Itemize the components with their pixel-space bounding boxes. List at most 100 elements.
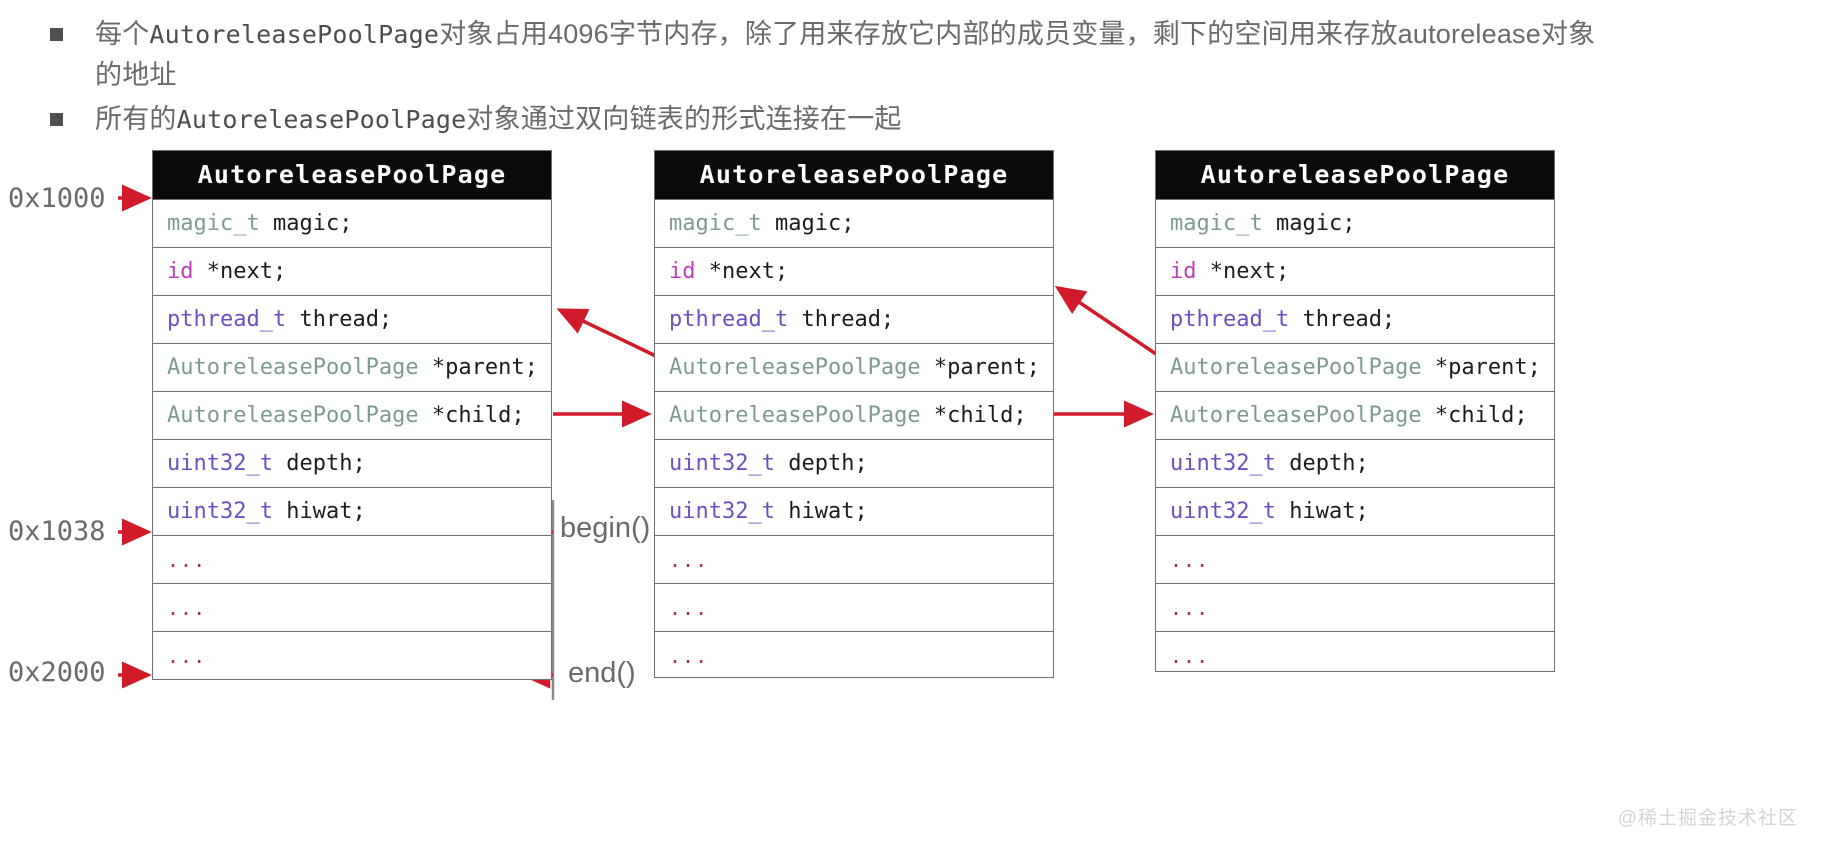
page-table-row-field: magic_t magic; [1156,199,1554,247]
code-term: AutoreleasePoolPage [176,105,467,134]
page-table-row-field: magic_t magic; [153,199,551,247]
page-table-row-ellipsis: ... [153,631,551,679]
ellipsis-text: ... [669,548,709,572]
field-name: *child; [418,403,525,428]
field-name: magic; [259,211,353,236]
ellipsis-text: ... [669,596,709,620]
body-text: 所有的 [95,104,177,134]
field-name: magic; [761,211,855,236]
field-name: depth; [1275,451,1369,476]
field-name: magic; [1262,211,1356,236]
field-type: AutoreleasePoolPage [167,403,419,428]
page-table-row-field: AutoreleasePoolPage *parent; [655,343,1053,391]
field-type: AutoreleasePoolPage [167,355,419,380]
field-name: *child; [1421,403,1528,428]
page-table-row-field: uint32_t hiwat; [655,487,1053,535]
addr-0x1038: 0x1038 [8,516,106,547]
field-name: hiwat; [272,499,366,524]
field-type: uint32_t [1170,499,1276,524]
addr-0x1000: 0x1000 [8,183,106,214]
field-type: magic_t [167,211,260,236]
page-table-row-ellipsis: ... [153,535,551,583]
page-table-row-field: uint32_t depth; [1156,439,1554,487]
field-type: id [669,259,696,284]
field-name: depth; [774,451,868,476]
addr-0x2000: 0x2000 [8,657,106,688]
page-table-row-ellipsis: ... [655,631,1053,677]
field-name: *next; [1196,259,1290,284]
field-name: hiwat; [1275,499,1369,524]
field-name: hiwat; [774,499,868,524]
end-label: end() [568,657,636,689]
field-name: *parent; [920,355,1040,380]
field-name: *child; [920,403,1027,428]
field-type: AutoreleasePoolPage [1170,403,1422,428]
page-table-row-field: id *next; [1156,247,1554,295]
parent-arrow-3-to-2 [1054,285,1163,360]
page-table-row-field: uint32_t hiwat; [1156,487,1554,535]
field-type: AutoreleasePoolPage [669,355,921,380]
body-text: 每个 [95,19,150,49]
page-table-row-ellipsis: ... [655,535,1053,583]
page-table-row-field: AutoreleasePoolPage *child; [1156,391,1554,439]
body-text: 对象占用4096字节内存，除了用来存放它内部的成员变量，剩下的空间用来存放aut… [95,19,1596,90]
page-table-title: AutoreleasePoolPage [153,151,551,199]
field-name: thread; [1289,307,1396,332]
field-type: uint32_t [669,451,775,476]
parent-arrow-2-to-1 [556,308,661,360]
page-table-row-ellipsis: ... [1156,631,1554,671]
page-table-title: AutoreleasePoolPage [1156,151,1554,199]
field-type: pthread_t [167,307,287,332]
body-text: 对象通过双向链表的形式连接在一起 [466,104,902,134]
field-type: pthread_t [669,307,789,332]
ellipsis-text: ... [1170,548,1210,572]
field-type: id [167,259,194,284]
field-name: thread; [286,307,393,332]
field-type: uint32_t [669,499,775,524]
page-table-row-field: AutoreleasePoolPage *child; [655,391,1053,439]
ellipsis-text: ... [669,644,709,668]
bullet-text: 所有的AutoreleasePoolPage对象通过双向链表的形式连接在一起 [95,99,902,140]
page-table-row-ellipsis: ... [153,583,551,631]
page-table-row-field: id *next; [153,247,551,295]
bullet-text: 每个AutoreleasePoolPage对象占用4096字节内存，除了用来存放… [95,14,1615,95]
field-type: magic_t [1170,211,1263,236]
code-term: AutoreleasePoolPage [149,20,440,49]
field-type: id [1170,259,1197,284]
page-table-row-field: uint32_t depth; [153,439,551,487]
ellipsis-text: ... [167,548,207,572]
field-type: AutoreleasePoolPage [1170,355,1422,380]
page-table-row-field: pthread_t thread; [1156,295,1554,343]
field-name: *next; [193,259,287,284]
page-table-row-field: magic_t magic; [655,199,1053,247]
page-table-row-field: id *next; [655,247,1053,295]
page-table-row-field: pthread_t thread; [655,295,1053,343]
field-type: magic_t [669,211,762,236]
page-table-row-field: AutoreleasePoolPage *parent; [1156,343,1554,391]
page-table-row-ellipsis: ... [655,583,1053,631]
field-name: depth; [272,451,366,476]
square-bullet-icon [50,28,63,41]
field-name: *next; [695,259,789,284]
page-table-row-field: AutoreleasePoolPage *child; [153,391,551,439]
page-table-row-ellipsis: ... [1156,583,1554,631]
watermark: @稀土掘金技术社区 [1617,808,1798,829]
field-type: uint32_t [167,499,273,524]
page-table-row-field: uint32_t depth; [655,439,1053,487]
field-name: *parent; [1421,355,1541,380]
bullet-item: 每个AutoreleasePoolPage对象占用4096字节内存，除了用来存放… [50,14,1750,95]
square-bullet-icon [50,113,63,126]
bullet-list: 每个AutoreleasePoolPage对象占用4096字节内存，除了用来存放… [50,14,1750,144]
ellipsis-text: ... [167,596,207,620]
field-name: thread; [788,307,895,332]
field-type: AutoreleasePoolPage [669,403,921,428]
field-type: uint32_t [167,451,273,476]
ellipsis-text: ... [1170,644,1210,668]
bullet-item: 所有的AutoreleasePoolPage对象通过双向链表的形式连接在一起 [50,99,1750,140]
field-type: uint32_t [1170,451,1276,476]
page-table-row-field: AutoreleasePoolPage *parent; [153,343,551,391]
ellipsis-text: ... [167,644,207,668]
field-name: *parent; [418,355,538,380]
